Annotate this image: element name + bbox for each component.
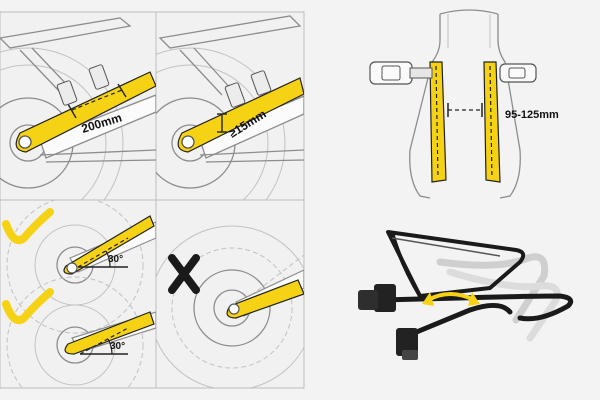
length-dimension [67,83,127,119]
pedal-left [369,61,433,85]
check-icon [2,288,54,325]
lower-angle-label: 30° [110,341,125,352]
angle-gauge-upper [77,237,129,268]
rear-rack [0,17,132,93]
mount-zone-lower [64,311,155,355]
panel-correct-angle [6,200,156,388]
width-dimension [217,113,227,133]
mount-zone-upper [63,215,155,275]
panel-incorrect-angle [156,225,304,388]
strap-buckle [224,82,246,108]
swing-arrow-icon [422,292,480,306]
frame-width-label: 95-125mm [505,109,559,121]
chainstay-mount-zone [15,71,156,153]
clamp-lower [396,328,418,360]
panel-grid [0,11,305,389]
mount-zone [226,279,304,319]
strap-buckle [88,64,110,90]
panel-chainstay-length [0,17,156,200]
strap-buckle [250,70,272,96]
chainstay-mount-zone [177,77,304,153]
strap-buckle [56,80,78,106]
rear-rack [158,15,302,96]
clamp-upper [358,284,396,312]
cross-icon [168,254,200,294]
axle [181,135,195,149]
chainstay-tube [39,94,156,159]
upper-angle-label: 30° [108,254,123,265]
frame-top-view [369,9,537,199]
panel-chainstay-width [156,15,304,200]
axle [18,135,32,149]
angle-gauge-lower [79,327,129,355]
frame-zone-left [429,61,447,183]
pedal-right [499,63,537,83]
frame-zone-right [483,61,501,183]
rack-mount-illustration [358,230,574,360]
check-icon [2,208,54,245]
